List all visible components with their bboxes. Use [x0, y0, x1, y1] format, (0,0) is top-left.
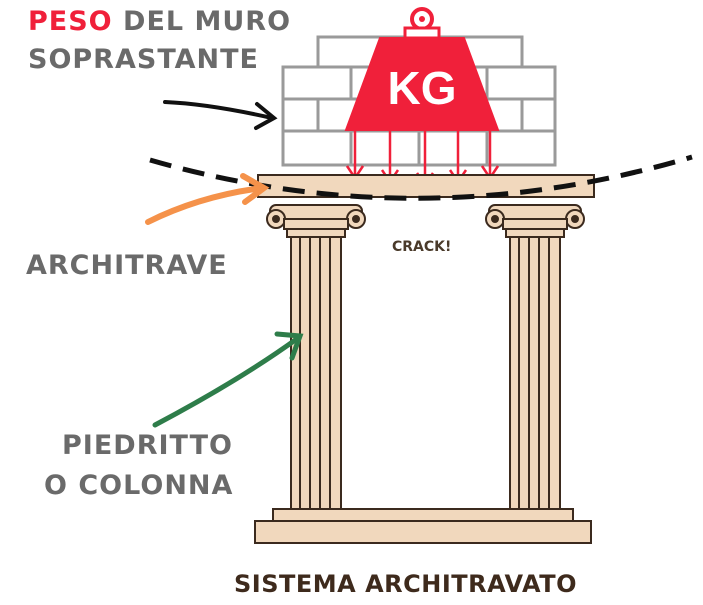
title-line-1: PESO DEL MURO	[28, 8, 291, 35]
curved-arrow-icon	[152, 335, 301, 428]
pointer-arrow-column	[152, 331, 304, 428]
architrave-label: ARCHITRAVE	[26, 250, 228, 281]
base-platform	[254, 508, 592, 544]
title-rest: DEL MURO	[112, 6, 292, 37]
crack-label: CRACK!	[392, 239, 452, 255]
pier-label-line-1: PIEDRITTO	[62, 430, 233, 461]
curved-arrow-icon	[163, 100, 274, 120]
weight-label: KG	[388, 62, 457, 114]
diagram-caption: SISTEMA ARCHITRAVATO	[234, 570, 577, 598]
right-column	[485, 204, 585, 510]
pointer-arrow-architrave	[145, 173, 270, 225]
title-accent-word: PESO	[28, 6, 113, 37]
architrave-beam	[257, 174, 595, 198]
deflection-line	[149, 154, 693, 201]
pier-label-line-2: O COLONNA	[44, 470, 234, 501]
pointer-arrow-weight	[163, 100, 278, 130]
left-column	[266, 204, 366, 510]
curved-arrow-icon	[145, 185, 265, 225]
weight-kg-icon: KG	[344, 7, 500, 131]
title-line-2: SOPRASTANTE	[28, 44, 259, 75]
